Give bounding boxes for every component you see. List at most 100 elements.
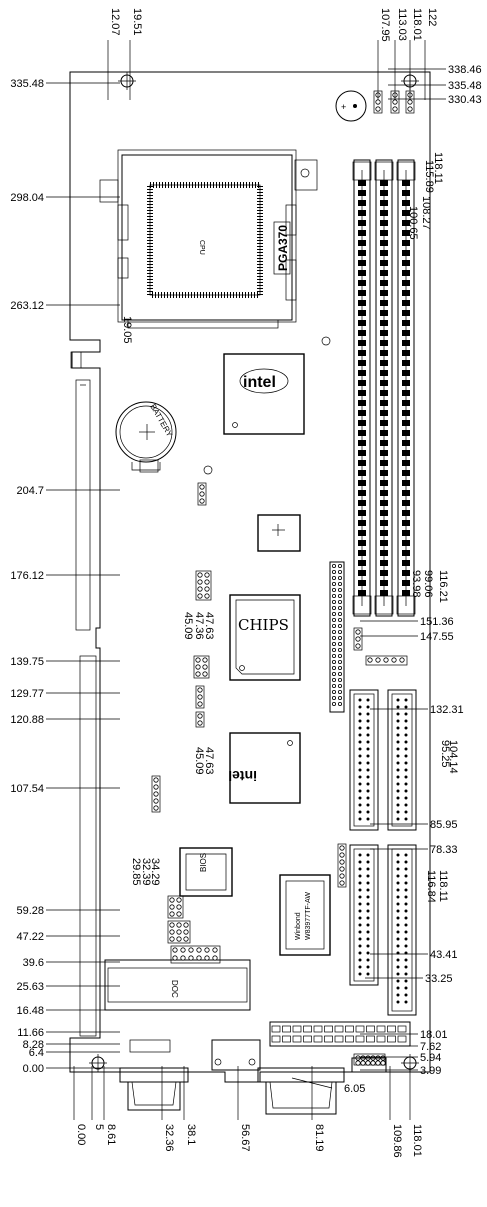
dim-top-5: 122 [426,8,438,26]
jumper-jp5 [195,570,212,601]
dim-left-14: 11.66 [17,1027,44,1039]
dimm-slot-2 [374,159,394,617]
dim-right-23: 5.94 [420,1052,441,1064]
small-bga-chip [257,514,301,552]
dim-left-9: 59.28 [16,905,44,917]
chips-chip: CHIPS [229,594,301,681]
dim-mid-5: 45.09 [193,747,205,775]
doc-socket: DOC [104,959,251,1011]
doc-label: DOC [170,980,179,998]
power-header [351,1057,387,1073]
jumper-jp9 [151,775,161,813]
dim-right-3: 118.11 [432,152,444,184]
dim-bottom-4: 38.1 [185,1124,197,1145]
dim-top-0: 12.07 [109,8,121,36]
jumper-jp6 [193,655,210,679]
dim-top-2: 107.95 [379,8,391,42]
jumper-jp14 [337,843,347,888]
dim-right-6: 100.65 [407,206,419,240]
winbond-label-2: W83977TF-AW [305,892,312,940]
dim-mid-0: 19.05 [121,316,133,344]
long-pin-header [329,561,345,713]
jumper-jp13 [353,627,363,651]
dim-right-18: 116.84 [425,870,437,903]
edge-connector-lower [79,655,97,1037]
mounting-hole-top-left [118,72,136,90]
dim-mid-8: 29.85 [130,858,142,886]
parallel-connector [387,844,417,1016]
svg-text:+: + [341,102,346,112]
com-connector [119,1067,189,1111]
dimm-slot-1 [352,159,372,617]
dim-left-10: 47.22 [16,931,44,943]
dim-left-5: 139.75 [10,656,44,668]
dim-mid-2: 47.36 [193,612,205,640]
ps2-connector [129,1039,171,1053]
dimm-slot-3 [396,159,416,617]
dim-right-15: 85.95 [430,819,458,831]
dim-right-21: 18.01 [420,1029,448,1041]
dim-right-19: 43.41 [430,949,458,961]
dim-right-0: 338.46 [448,64,482,76]
dim-mid-4: 47.63 [203,747,215,775]
dim-right-11: 147.55 [420,631,454,643]
ide-secondary [387,689,417,831]
dim-left-1: 298.04 [10,192,44,204]
dim-right-1: 335.48 [448,80,482,92]
floppy-connector [349,844,379,986]
edge-connector-upper [70,351,91,631]
winbond-superio: Winbond W83977TF-AW [279,874,331,956]
dim-left-7: 120.88 [10,714,44,726]
vga-connector [257,1067,345,1115]
jumper-jp4 [197,482,207,506]
usb-connector [211,1039,261,1071]
dim-right-14: 95.25 [439,740,451,768]
power-pins [353,1053,386,1066]
winbond-label-1: Winbond [295,912,302,940]
dim-bottom-8: 118.01 [411,1124,423,1157]
dim-left-4: 176.12 [10,570,44,582]
cpu-socket: CPU PGA370 [99,149,318,329]
dim-right-10: 151.36 [420,616,454,628]
board-outline [69,71,431,1083]
battery-label: BATTERY [148,403,174,439]
dim-right-12: 132.31 [430,704,464,716]
buzzer: + [335,90,367,122]
jumper-jp10 [167,895,184,919]
dimension-annotations: 335.48298.04263.12204.7176.12139.75129.7… [10,8,481,1158]
dim-bottom-0: 0.00 [75,1124,87,1145]
dim-left-13: 16.48 [16,1005,44,1017]
dimm-slots [352,159,416,617]
bios-label: BIOS [199,853,208,872]
dim-mid-7: 32.39 [140,858,152,886]
fan-header [365,655,408,666]
dim-left-16: 6.4 [29,1047,44,1059]
chips-label: CHIPS [238,616,289,634]
dim-top-3: 113.03 [396,8,408,41]
dim-left-11: 39.6 [23,957,44,969]
intel-southbridge: intel [228,732,301,804]
dim-right-16: 78.33 [430,844,458,856]
dim-left-0: 335.48 [10,78,44,90]
dim-right-24: 3.99 [420,1065,441,1077]
small-hole-2 [321,336,331,346]
jumper-jp12 [170,945,221,964]
dim-right-8: 99.06 [422,570,434,598]
dim-bottom-6: 81.19 [313,1124,325,1152]
dim-left-3: 204.7 [16,485,44,497]
battery: BATTERY [115,401,177,473]
intel-label-rotated: intel [228,768,257,784]
dim-mid-9: 6.05 [344,1083,365,1095]
dim-left-2: 263.12 [10,300,44,312]
dim-right-17: 118.11 [437,870,449,902]
ide-primary [349,689,379,831]
ide-connectors [349,689,417,1016]
dim-right-7: 116.21 [437,570,449,603]
dim-mid-3: 45.09 [182,612,194,640]
dim-right-22: 7.62 [420,1041,441,1053]
dim-bottom-5: 56.67 [239,1124,251,1152]
jumper-jp11 [167,920,191,944]
intel-northbridge: intel [223,353,305,435]
dim-bottom-3: 32.36 [163,1124,175,1152]
